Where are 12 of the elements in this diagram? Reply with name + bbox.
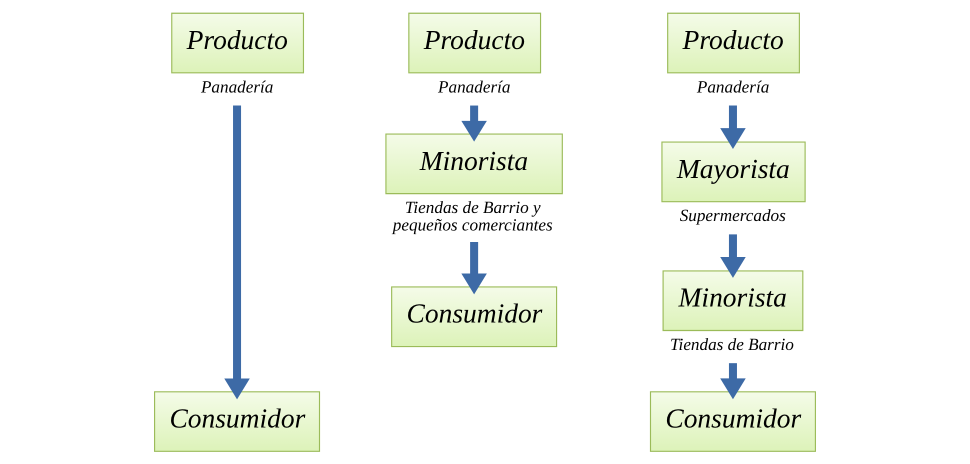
arrow xyxy=(720,363,746,400)
arrow xyxy=(224,105,250,400)
arrow xyxy=(720,234,746,278)
node-label: Panadería xyxy=(200,77,274,96)
node-label: Tiendas de Barrio xyxy=(670,334,794,354)
node-label: Supermercados xyxy=(680,206,786,226)
node-label: Tiendas de Barrio y pequeños comerciantes xyxy=(392,198,553,234)
node-label: Panadería xyxy=(696,77,770,96)
arrow xyxy=(461,242,487,294)
arrow xyxy=(461,106,487,142)
arrow xyxy=(720,106,746,149)
node-label: Panadería xyxy=(438,77,510,96)
